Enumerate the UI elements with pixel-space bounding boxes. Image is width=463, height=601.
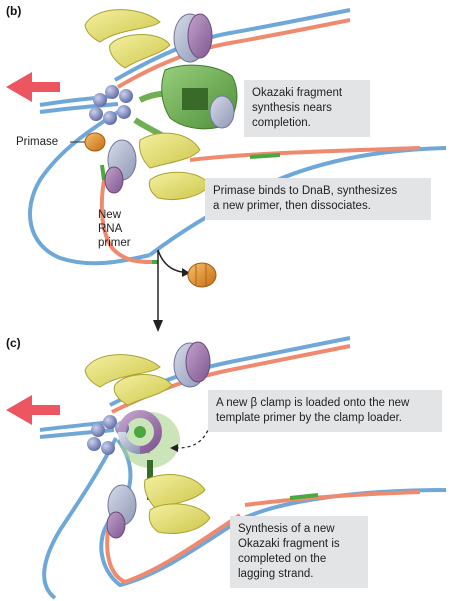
polymerase-iii-leading <box>84 9 213 69</box>
callout-primase-binds: Primase binds to DnaB, synthesizes a new… <box>205 178 431 220</box>
leading-strand-duplex <box>114 8 351 89</box>
panel-label-c: (c) <box>6 336 21 350</box>
polymerase-iii-leading <box>84 341 211 406</box>
primase-icon <box>187 262 217 288</box>
new-rna-primer-label: New RNA primer <box>98 208 131 250</box>
clamp-loader-icon <box>133 64 238 148</box>
movement-arrow-icon <box>6 72 60 102</box>
polymerase-iii-lagging <box>104 132 211 200</box>
beta-clamp-icon <box>118 410 162 454</box>
new-rna-primer-line-2: RNA <box>98 223 123 235</box>
transition-arrow-icon <box>153 250 163 332</box>
callout-okazaki-completed: Synthesis of a new Okazaki fragment is c… <box>230 516 368 588</box>
panel-label-b: (b) <box>6 4 22 18</box>
callout-c2-line-1: Synthesis of a new <box>238 523 335 535</box>
panel-b <box>6 8 447 288</box>
callout-b1-line-2: synthesis nears <box>252 102 332 114</box>
callout-b1-line-3: completion. <box>252 117 311 129</box>
new-rna-primer-line-3: primer <box>98 237 131 249</box>
clamp-loading-arrow-icon <box>170 424 211 452</box>
movement-arrow-icon <box>6 395 60 425</box>
callout-c1-line-1: A new β clamp is loaded onto the new <box>216 397 410 409</box>
callout-new-beta-clamp: A new β clamp is loaded onto the new tem… <box>208 390 442 432</box>
dnab-helicase-icon <box>89 85 133 125</box>
callout-c2-line-4: lagging strand. <box>238 568 314 580</box>
callout-b2-line-1: Primase binds to DnaB, synthesizes <box>213 185 398 197</box>
panel-c <box>6 336 447 600</box>
primase-label: Primase <box>16 136 59 148</box>
primase-icon <box>70 132 106 152</box>
callout-c2-line-2: Okazaki fragment is <box>238 538 340 550</box>
callout-okazaki-nears-completion: Okazaki fragment synthesis nears complet… <box>244 80 370 137</box>
callout-c2-line-3: completed on the <box>238 553 327 565</box>
callout-b1-line-1: Okazaki fragment <box>252 87 343 99</box>
callout-c1-line-2: template primer by the clamp loader. <box>216 412 403 424</box>
polymerase-iii-lagging <box>106 474 211 539</box>
new-rna-primer-line-1: New <box>98 209 122 221</box>
callout-b2-line-2: a new primer, then dissociates. <box>213 200 371 212</box>
primase-release <box>157 249 217 288</box>
